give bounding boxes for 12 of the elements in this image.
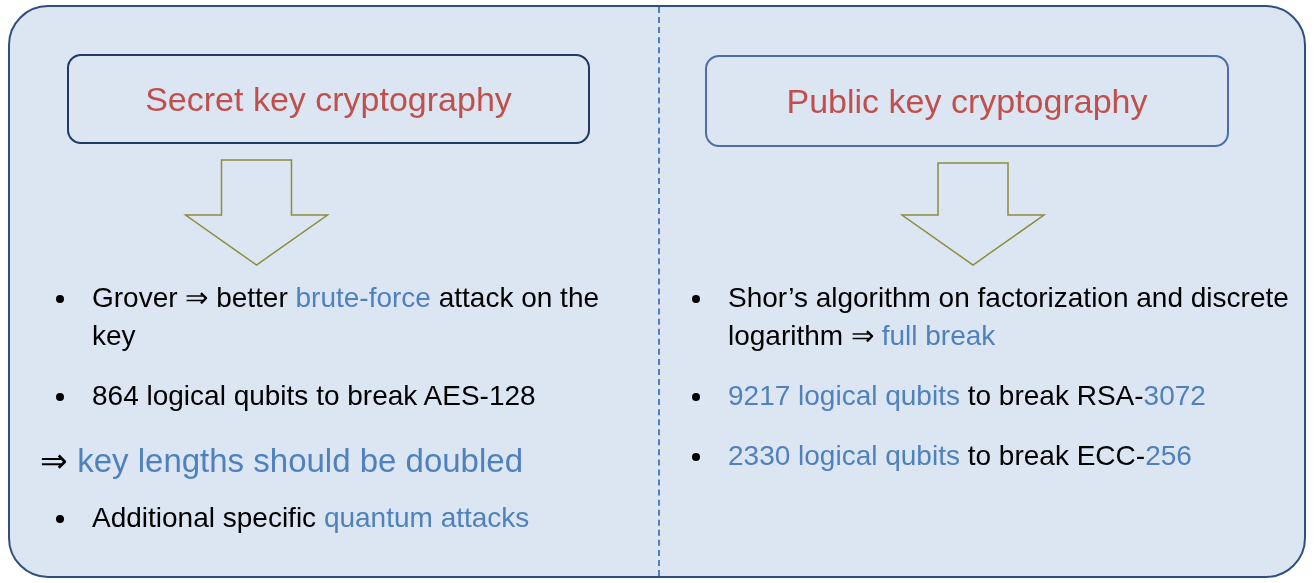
panel-background [8,5,1306,578]
bullet-text: Shor’s algorithm on factorization and discrete logarithm ⇒ full break [728,282,1289,351]
block-arrow [899,162,1047,266]
block-arrow [183,159,330,266]
bullet-text: Grover ⇒ better brute-force attack on the key [92,282,600,351]
bullet-text: 864 logical qubits to break AES-128 [92,380,536,411]
bullet-text: 9217 logical qubits to break RSA-3072 [728,380,1206,411]
bullet-text: Additional specific quantum attacks [92,502,530,533]
conclusion-text: ⇒ key lengths should be doubled [40,442,523,479]
title-box: Secret key cryptography [67,54,590,144]
bullet-text: 2330 logical qubits to break ECC-256 [728,440,1192,471]
title-box: Public key cryptography [705,55,1229,147]
